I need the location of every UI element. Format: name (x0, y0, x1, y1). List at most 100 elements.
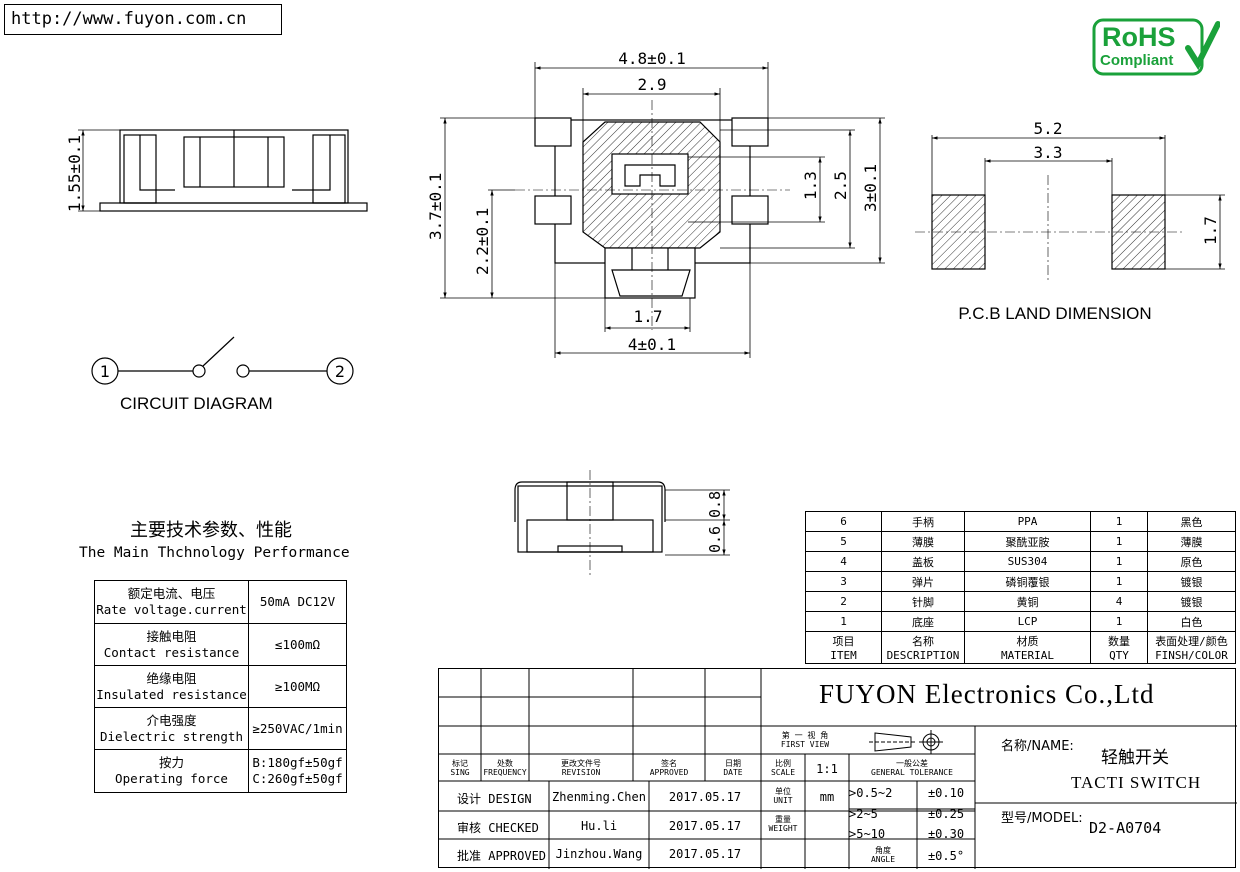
signoff-approved-role: 批准 APPROVED (457, 849, 547, 863)
tol-range-3: >5~10 (849, 827, 886, 841)
tol-range-2: >2~5 (849, 807, 878, 821)
circuit-title: CIRCUIT DIAGRAM (120, 394, 273, 413)
bom-material: 聚酰亚胺 (964, 531, 1091, 552)
signoff-checked-role: 审核 CHECKED (457, 821, 539, 835)
bom-material: PPA (964, 511, 1091, 532)
dim-side-height: 1.55±0.1 (65, 135, 84, 212)
signoff-design-name: Zhenming.Chen (552, 790, 646, 804)
bom-finish: 黑色 (1147, 511, 1236, 532)
bom-finish: 原色 (1147, 551, 1236, 572)
bom-desc: 盖板 (881, 551, 965, 572)
perf-value: ≥250VAC/1min (248, 707, 347, 750)
bom-item: 6 (805, 511, 882, 532)
bom-item: 4 (805, 551, 882, 572)
bom-desc: 弹片 (881, 571, 965, 592)
rohs-text: RoHS (1102, 22, 1176, 52)
dim-pcb-pad-height: 1.7 (1201, 216, 1220, 245)
bom-finish: 薄膜 (1147, 531, 1236, 552)
bom-desc: 手柄 (881, 511, 965, 532)
bom-desc: 薄膜 (881, 531, 965, 552)
bom-material: SUS304 (964, 551, 1091, 572)
bom-material: LCP (964, 611, 1091, 632)
unit-value: mm (819, 790, 835, 804)
signoff-checked-name: Hu.li (580, 819, 618, 833)
table-row: 3 弹片 磷铜覆银 1 镀银 (805, 571, 1236, 592)
name-label: 名称/NAME: (1001, 739, 1074, 754)
side-view (78, 129, 368, 212)
bom-desc: 针脚 (881, 591, 965, 612)
bom-finish: 镀银 (1147, 591, 1236, 612)
product-name-cn: 轻触开关 (1101, 748, 1169, 768)
circuit-pin2: 2 (335, 362, 345, 381)
dim-pcb-inner: 3.3 (1034, 143, 1063, 162)
bom-material: 磷铜覆银 (964, 571, 1091, 592)
title-block-grid (439, 669, 1237, 869)
top-view (440, 62, 885, 358)
model-value: D2-A0704 (1089, 819, 1162, 837)
circuit-diagram (91, 336, 354, 385)
model-label: 型号/MODEL: (1001, 811, 1083, 826)
dim-top-height-outer: 3.7±0.1 (426, 173, 445, 240)
table-row: 2 针脚 黄铜 4 镀银 (805, 591, 1236, 612)
website-url: http://www.fuyon.com.cn (4, 4, 282, 35)
dim-top-body-height: 2.5 (831, 171, 850, 200)
company-name: FUYON Electronics Co.,Ltd (819, 679, 1155, 709)
product-name-en: TACTI SWITCH (1071, 773, 1202, 792)
bom-qty: 1 (1090, 511, 1148, 532)
front-view (514, 470, 730, 575)
dim-pcb-outer: 5.2 (1034, 119, 1063, 138)
performance-title-en: The Main Thchnology Performance (79, 545, 350, 561)
bom-qty: 1 (1090, 571, 1148, 592)
bom-item: 2 (805, 591, 882, 612)
bom-item: 1 (805, 611, 882, 632)
signoff-approved-date: 2017.05.17 (668, 847, 742, 861)
bom-table: 6 手柄 PPA 1 黑色 5 薄膜 聚酰亚胺 1 薄膜 4 盖板 SUS304… (805, 511, 1236, 664)
tol-value-angle: ±0.5° (927, 849, 965, 863)
pcb-title: P.C.B LAND DIMENSION (958, 304, 1151, 323)
signoff-checked-date: 2017.05.17 (668, 819, 742, 833)
perf-value: ≥100MΩ (248, 665, 347, 708)
signoff-design-date: 2017.05.17 (668, 790, 742, 804)
tol-value-3: ±0.30 (927, 827, 965, 841)
table-row: 4 盖板 SUS304 1 原色 (805, 551, 1236, 572)
dim-top-height-inner: 2.2±0.1 (473, 208, 492, 275)
bom-qty: 1 (1090, 531, 1148, 552)
pcb-land (915, 135, 1225, 280)
bom-finish: 镀银 (1147, 571, 1236, 592)
bom-material: 黄铜 (964, 591, 1091, 612)
dim-top-total-height: 3±0.1 (861, 164, 880, 212)
bom-item: 3 (805, 571, 882, 592)
rohs-logo-icon (1092, 18, 1221, 76)
bom-desc: 底座 (881, 611, 965, 632)
rohs-badge: RoHS Compliant (1092, 18, 1221, 76)
rohs-compliant-text: Compliant (1100, 52, 1174, 69)
bom-qty: 4 (1090, 591, 1148, 612)
tol-value-1: ±0.10 (927, 786, 965, 800)
